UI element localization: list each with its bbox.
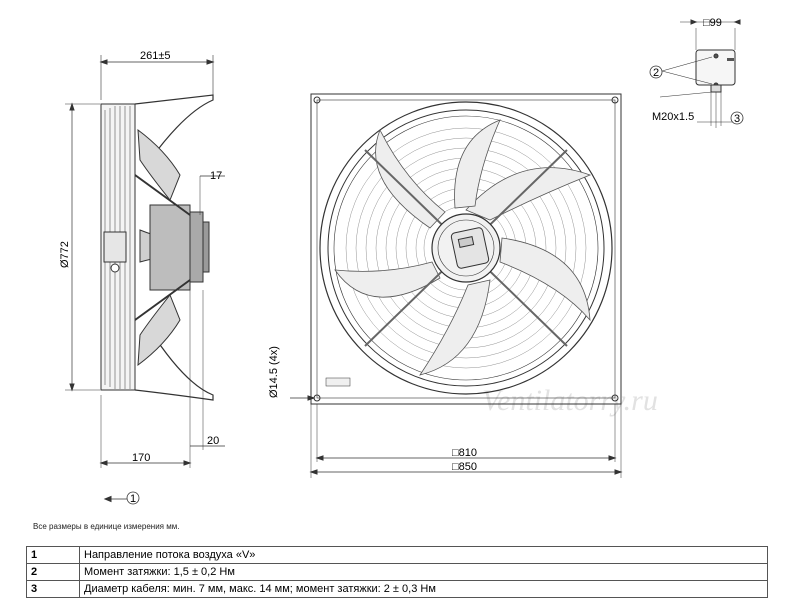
dimension-flange: 20 [207,435,219,447]
callout-3: 3 [730,111,744,125]
legend-text: Момент затяжки: 1,5 ± 0,2 Нм [79,563,768,581]
legend-text: Направление потока воздуха «V» [79,546,768,564]
dimension-hub-offset: 17 [210,170,222,182]
dimension-outer-square: □850 [452,461,477,473]
callout-1: 1 [126,491,140,505]
units-note: Все размеры в единице измерения мм. [33,522,180,531]
dimension-mount-depth: 170 [132,452,150,464]
front-view [290,93,623,478]
dimension-box-width: □99 [703,17,722,29]
callout-1-label: 1 [130,493,136,505]
legend-number: 3 [26,580,80,598]
dimension-depth: 261±5 [140,50,171,62]
legend-number: 2 [26,563,80,581]
legend-row: 1 Направление потока воздуха «V» [26,546,768,564]
dimension-hole: Ø14.5 (4x) [268,346,280,398]
side-view [65,55,225,503]
dimension-diameter: Ø772 [59,241,71,268]
dimension-gland: M20x1.5 [652,111,694,123]
callout-3-label: 3 [734,113,740,125]
legend-row: 3 Диаметр кабеля: мин. 7 мм, макс. 14 мм… [26,580,768,598]
legend-number: 1 [26,546,80,564]
terminal-box-detail [659,19,741,128]
callout-2-label: 2 [653,67,659,79]
legend-text: Диаметр кабеля: мин. 7 мм, макс. 14 мм; … [79,580,768,598]
callout-2: 2 [649,65,663,79]
dimension-inner-square: □810 [452,447,477,459]
technical-drawing: Ventilatorry.ru [59,17,744,505]
watermark-text: Ventilatorry.ru [482,384,658,417]
legend-row: 2 Момент затяжки: 1,5 ± 0,2 Нм [26,563,768,581]
legend-table: 1 Направление потока воздуха «V» 2 Момен… [26,546,768,598]
